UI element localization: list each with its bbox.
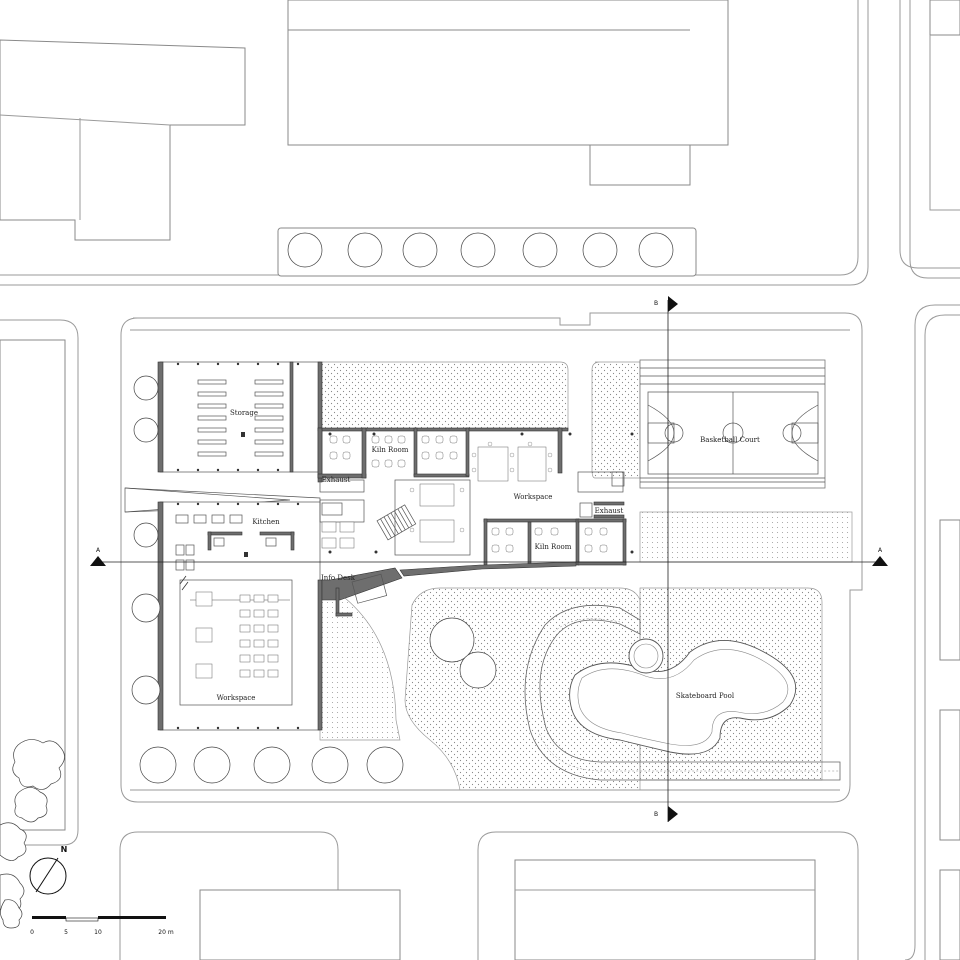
section-line-a [90,556,888,566]
offsite-trees-left [0,739,65,929]
skateboard-pool [524,604,841,781]
central-workspace [321,441,553,556]
site-trees [131,375,497,784]
north-arrow: N [29,845,68,895]
scale-tick-5: 5 [64,929,68,936]
left-workspace [179,579,293,706]
section-marker-b-bottom: B [654,811,658,818]
label-basketball-court: Basketball Court [700,436,760,444]
label-kiln-room-bottom: Kiln Room [535,543,572,551]
label-exhaust-right: Exhaust [595,507,624,515]
north-arrow-label: N [61,845,68,854]
scale-bar: 0 5 10 20 m [30,916,174,936]
label-exhaust-left: Exhaust [322,476,351,484]
storage-shelves [197,379,284,457]
label-workspace-center: Workspace [514,493,553,501]
basketball-court [639,359,826,489]
building [157,361,634,731]
section-marker-a-left: A [96,547,101,554]
kitchen-block [175,514,295,591]
scale-tick-0: 0 [30,929,34,936]
section-line-b [667,296,678,822]
label-skateboard-pool: Skateboard Pool [676,692,735,700]
label-workspace-left: Workspace [217,694,256,702]
lower-kiln-wing [321,518,627,617]
label-kiln-room-top: Kiln Room [372,446,409,454]
tree-planter-north [277,227,697,277]
section-marker-b-top: B [654,300,658,307]
scale-tick-10: 10 [94,929,102,936]
label-kitchen: Kitchen [252,518,280,526]
section-marker-a-right: A [878,547,883,554]
kiln-block [317,427,634,554]
label-storage: Storage [230,409,258,417]
scale-tick-20m: 20 m [158,929,174,936]
label-info-desk: Info Desk [321,574,356,582]
